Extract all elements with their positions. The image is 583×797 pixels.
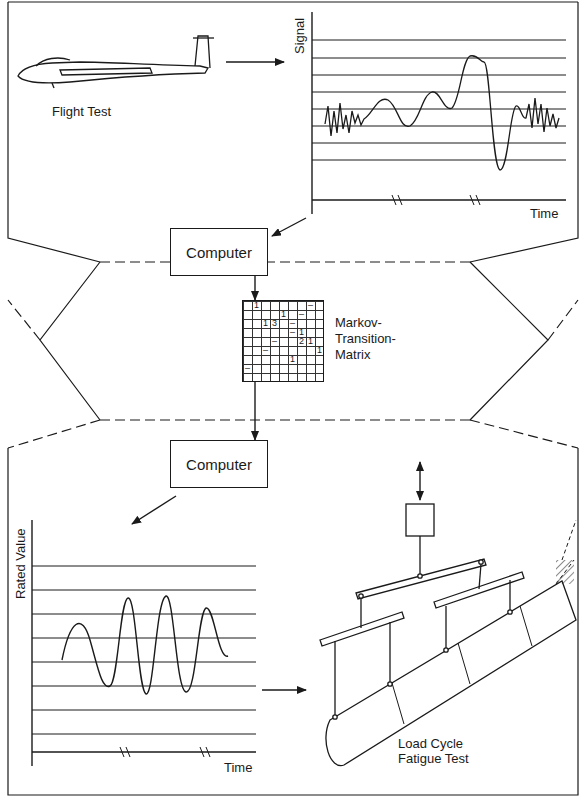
flow-arrow [254,382,255,440]
matrix-cell: – [288,319,297,328]
flow-arrow [262,689,306,690]
axis-label: Time [530,206,558,221]
signal-chart [312,12,566,214]
matrix-cell: 1 [252,301,261,310]
rated-chart [32,520,256,766]
axis-label: Rated Value [13,528,28,599]
matrix-cell: 1 [261,319,270,328]
flow-arrow [254,276,255,300]
axis-label: Time [224,760,252,775]
matrix-cell: 1 [306,337,315,346]
fatigue-rig [320,462,576,766]
matrix-cell: – [243,364,252,373]
glider-drawing [18,36,214,88]
flow-arrow [226,61,284,62]
flow-arrow [132,496,176,524]
process-box: Computer [170,228,268,276]
matrix-cell: 1 [288,355,297,364]
matrix-heading: Markov- Transition- Matrix [335,315,415,363]
figure-caption: Flight Test [52,104,111,119]
matrix-cell: 1 [279,310,288,319]
frame-outline [8,2,578,795]
matrix-cell: – [270,337,279,346]
matrix-cell: 3 [270,319,279,328]
matrix-cell: – [261,346,270,355]
matrix-cell: 1 [315,346,324,355]
matrix-cell: 2 [297,337,306,346]
matrix-cell: – [288,328,297,337]
matrix-cell: – [297,310,306,319]
matrix-cell: 1 [297,328,306,337]
box-label: Computer [186,244,252,261]
flow-arrow [272,218,306,236]
figure-caption: Load Cycle Fatigue Test [398,736,494,766]
process-box: Computer [170,440,268,488]
matrix-cell: – [306,301,315,310]
axis-label: Signal [292,18,307,54]
box-label: Computer [186,456,252,473]
